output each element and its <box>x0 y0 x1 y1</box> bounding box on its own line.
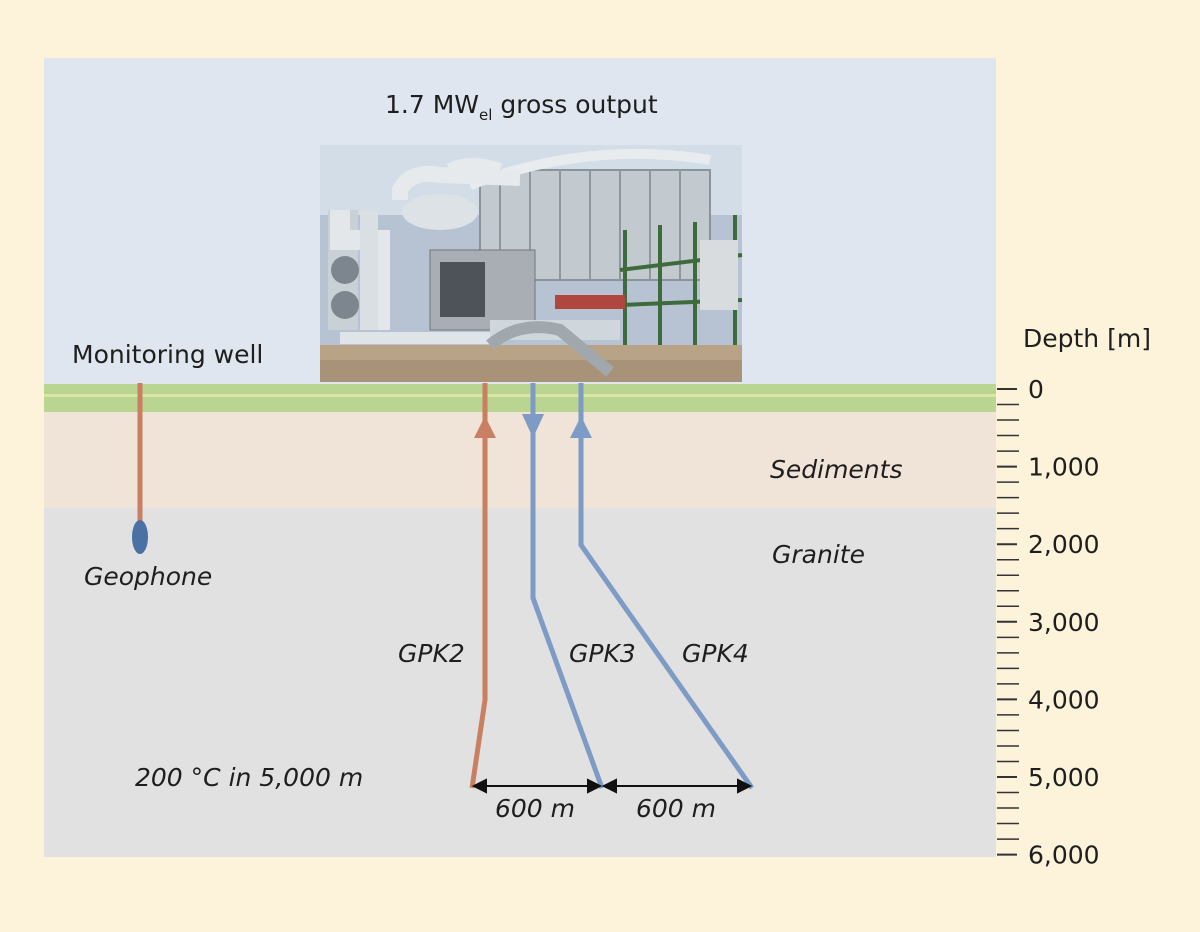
distance-label-1: 600 m <box>495 794 575 823</box>
temperature-label: 200 °C in 5,000 m <box>135 763 363 792</box>
depth-axis-title: Depth [m] <box>1023 324 1151 353</box>
depth-tick-label: 3,000 <box>1028 608 1100 637</box>
well-gpk4-arrow-icon <box>570 416 592 438</box>
well-gpk2-arrow-icon <box>474 416 496 438</box>
depth-tick-label: 1,000 <box>1028 453 1100 482</box>
power-plant-photo <box>320 145 743 382</box>
granite-label: Granite <box>772 540 865 569</box>
geophone-icon <box>132 520 148 554</box>
depth-axis-ticks: 0 1,000 2,000 3,000 4,000 5,000 6,000 <box>997 375 1100 870</box>
well-gpk4-label: GPK4 <box>682 639 749 668</box>
depth-tick-label: 2,000 <box>1028 530 1100 559</box>
sediments-label: Sediments <box>770 455 902 484</box>
diagram-title: 1.7 MWel gross output <box>385 90 658 124</box>
distance-marker-1 <box>471 778 603 794</box>
depth-tick-label: 6,000 <box>1028 841 1100 870</box>
distance-marker-2 <box>601 778 753 794</box>
title-suffix: gross output <box>492 90 657 119</box>
well-gpk2-line <box>469 383 488 789</box>
depth-tick-label: 5,000 <box>1028 763 1100 792</box>
well-gpk3-label: GPK3 <box>569 639 636 668</box>
soil-band <box>44 384 996 412</box>
sediments-layer <box>44 412 996 508</box>
title-main: 1.7 MW <box>385 90 479 119</box>
geophone-label: Geophone <box>84 562 212 591</box>
distance-label-2: 600 m <box>636 794 716 823</box>
granite-layer <box>44 508 996 857</box>
monitoring-well-label: Monitoring well <box>72 340 263 369</box>
well-gpk3-line <box>530 383 605 789</box>
title-subscript: el <box>479 106 492 124</box>
well-gpk2-label: GPK2 <box>398 639 465 668</box>
soil-stripe <box>44 394 996 397</box>
well-gpk3-arrow-icon <box>522 414 544 438</box>
depth-tick-label: 4,000 <box>1028 685 1100 714</box>
depth-tick-label: 0 <box>1028 375 1044 404</box>
